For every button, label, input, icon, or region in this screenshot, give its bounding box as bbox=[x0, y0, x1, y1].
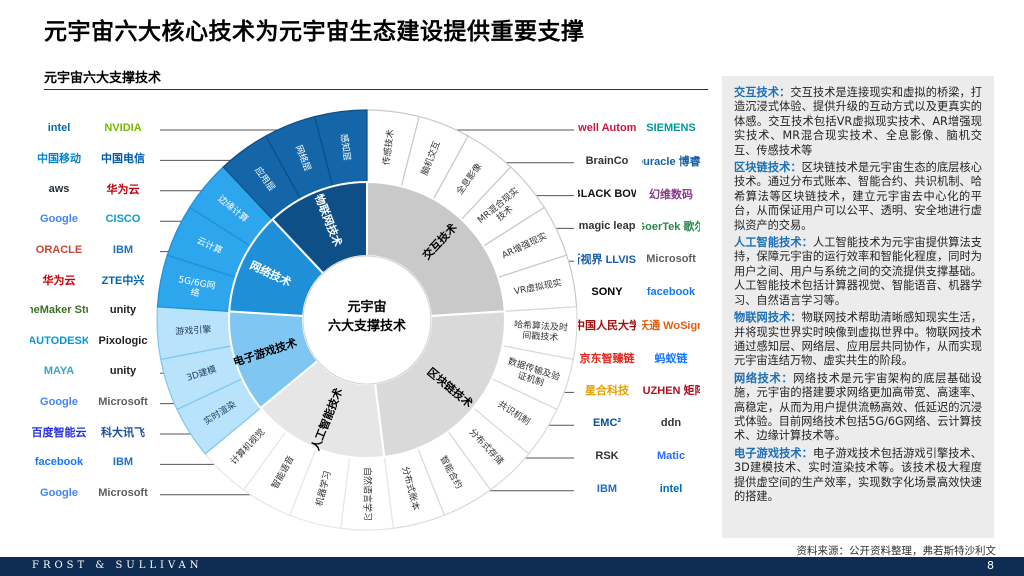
company-logo: Google bbox=[40, 213, 78, 226]
technology-label: 感知层 bbox=[338, 133, 353, 161]
outer-ring bbox=[156, 109, 578, 531]
subtitle-rule bbox=[44, 89, 708, 90]
company-logo: 蚂蚁链 bbox=[654, 352, 688, 365]
company-logo: aws bbox=[48, 182, 70, 195]
company-logo: MAYA bbox=[43, 365, 75, 378]
desc-interaction: 交互技术：交互技术是连接现实和虚拟的桥梁，打造沉浸式体验、提供升级的互动方式以及… bbox=[734, 86, 982, 157]
connector-lines bbox=[159, 129, 575, 496]
company-logo: GoerTek 歌尔 bbox=[642, 221, 700, 234]
technology-label: 游戏引擎 bbox=[175, 323, 212, 337]
desc-iot: 物联网技术：物联网技术帮助清晰感知现实生活，并将现实世界实时映像到虚拟世界中。物… bbox=[734, 311, 982, 368]
desc-ai: 人工智能技术：人工智能技术为元宇宙提供算法支持，保障元宇宙的运行效率和智能化程度… bbox=[734, 236, 982, 307]
company-logo: Rockwell Automation bbox=[578, 122, 636, 134]
company-logo: 百度智能云 bbox=[31, 427, 87, 439]
company-logo: IBM bbox=[112, 243, 134, 256]
company-logo: 中国移动 bbox=[37, 153, 81, 166]
company-logo: 中国人民大学 bbox=[578, 319, 636, 332]
brand-logo: FROST & SULLIVAN bbox=[32, 560, 203, 571]
company-logo: 幻维数码 bbox=[649, 188, 693, 201]
company-logo: SIEMENS bbox=[646, 122, 696, 134]
company-logo: Pixologic bbox=[98, 334, 148, 347]
company-logo: Microsoft bbox=[98, 395, 148, 408]
company-logo: unity bbox=[109, 304, 137, 317]
center-title-line1: 元宇宙 bbox=[347, 299, 386, 315]
company-logo: ZTE中兴 bbox=[101, 275, 145, 287]
company-logo: Matic bbox=[656, 450, 686, 462]
company-logo: unity bbox=[109, 365, 137, 378]
description-panel: 交互技术：交互技术是连接现实和虚拟的桥梁，打造沉浸式体验、提供升级的互动方式以及… bbox=[722, 76, 994, 538]
company-logo: EMC² bbox=[592, 417, 622, 430]
company-logo: ORACLE bbox=[35, 243, 83, 256]
technology-label: 自然语言学习 bbox=[362, 467, 374, 521]
company-logo: 京东智臻链 bbox=[579, 352, 635, 365]
center-title-line2: 六大支撑技术 bbox=[328, 318, 406, 334]
company-logo: 中国电信 bbox=[101, 153, 145, 166]
center-disc bbox=[302, 255, 432, 385]
company-logo: 科大讯飞 bbox=[101, 427, 145, 439]
company-logo: neuracle 博睿康 bbox=[642, 155, 700, 168]
company-logo: IBM bbox=[596, 482, 618, 495]
company-logo: Google bbox=[40, 395, 78, 408]
company-logo: GameMaker Studio bbox=[30, 304, 88, 317]
company-logo: JUZHEN 矩阵 bbox=[642, 385, 700, 398]
desc-network: 网络技术：网络技术是元宇宙架构的底层基础设施，元宇宙的搭建要求网络更加高带宽、高… bbox=[734, 371, 982, 443]
footer-bar: FROST & SULLIVAN 8 bbox=[0, 557, 1024, 576]
company-logo: RSK bbox=[595, 450, 619, 462]
company-logo: facebook bbox=[646, 286, 696, 298]
company-logo: ddn bbox=[660, 417, 682, 430]
company-logo: CISCO bbox=[105, 213, 141, 226]
company-logo: 华为云 bbox=[42, 275, 76, 287]
company-logo: 沃通 WoSign bbox=[642, 319, 700, 332]
company-logo: IBM bbox=[112, 456, 134, 469]
company-logo: 星合科技 bbox=[585, 385, 629, 398]
company-logo: BrainCo bbox=[585, 154, 629, 167]
page-number: 8 bbox=[987, 559, 994, 572]
company-logo: Google bbox=[40, 486, 78, 499]
desc-blockchain: 区块链技术：区块链技术是元宇宙生态的底层核心技术。通过分布式账本、智能合约、共识… bbox=[734, 161, 982, 232]
company-logo: 莱斯视界 LLVISION bbox=[578, 254, 636, 267]
company-logo: facebook bbox=[34, 456, 84, 469]
company-logo: AUTODESK bbox=[30, 334, 88, 347]
page-title: 元宇宙六大核心技术为元宇宙生态建设提供重要支撑 bbox=[44, 19, 585, 45]
company-logo: magic leap bbox=[578, 220, 636, 233]
source-note: 资料来源：公开资料整理，弗若斯特沙利文 bbox=[796, 545, 997, 557]
company-logo: 华为云 bbox=[106, 183, 140, 196]
company-logo: intel bbox=[47, 122, 71, 134]
desc-game: 电子游戏技术：电子游戏技术包括游戏引擎技术、3D建模技术、实时渲染技术等。该技术… bbox=[734, 446, 982, 503]
technology-label: 哈希算法及时间戳技术 bbox=[513, 318, 568, 344]
company-logo: NVIDIA bbox=[104, 122, 142, 134]
company-logo: Microsoft bbox=[98, 486, 148, 499]
section-subtitle: 元宇宙六大支撑技术 bbox=[44, 71, 162, 86]
company-logo: Microsoft bbox=[646, 253, 696, 266]
company-logo: SONY bbox=[591, 286, 623, 298]
technology-wheel: 交互技术传感技术脑机交互全息影像MR混合现实技术AR增强现实VR虚拟现实区块链技… bbox=[156, 109, 578, 531]
company-logo: BLACK BOW bbox=[578, 187, 636, 200]
company-logo: intel bbox=[659, 482, 683, 495]
inner-ring bbox=[228, 180, 506, 459]
